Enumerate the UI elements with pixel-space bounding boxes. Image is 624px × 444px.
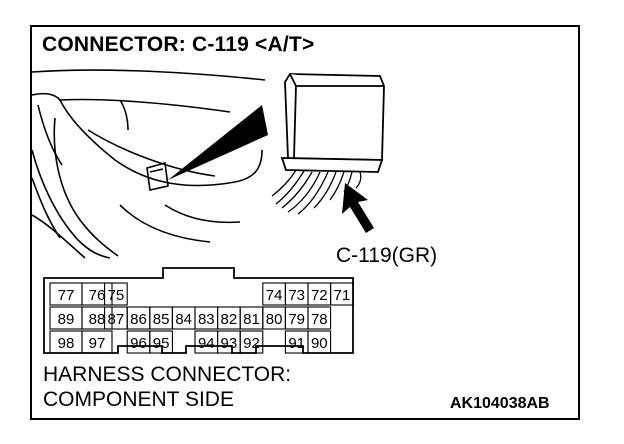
pin-cell — [307, 306, 332, 330]
pin-label: 85 — [153, 311, 170, 328]
pin-cell — [81, 330, 113, 354]
pin-label: 86 — [130, 311, 147, 328]
pin-label: 80 — [266, 311, 283, 328]
pin-label: 79 — [288, 311, 305, 328]
figure-code: AK104038AB — [450, 395, 550, 412]
pin-cell — [81, 306, 113, 330]
wire-harness — [271, 169, 362, 215]
pin-label: 84 — [175, 311, 192, 328]
pin-label: 89 — [58, 311, 75, 328]
harness-label-line-2: COMPONENT SIDE — [43, 388, 234, 411]
pin-label: 91 — [288, 335, 305, 352]
pin-label: 76 — [89, 287, 106, 304]
pin-label: 88 — [89, 311, 106, 328]
zoom-pointer — [168, 105, 268, 180]
pin-label: 82 — [221, 311, 238, 328]
pin-label: 77 — [58, 287, 75, 304]
pin-label: 94 — [198, 335, 215, 352]
pin-label: 83 — [198, 311, 215, 328]
pin-label: 78 — [311, 311, 328, 328]
pin-label: 96 — [130, 335, 147, 352]
pin-label: 75 — [108, 287, 125, 304]
pin-label: 93 — [221, 335, 238, 352]
pin-label: 97 — [89, 335, 106, 352]
pin-cell — [149, 330, 173, 354]
pin-cell — [307, 330, 332, 354]
harness-connector-label: HARNESS CONNECTOR: COMPONENT SIDE — [43, 362, 291, 412]
pin-label: 72 — [311, 287, 328, 304]
pin-label: 92 — [243, 335, 260, 352]
pin-label: 74 — [266, 287, 283, 304]
dash-connector-location — [146, 161, 169, 191]
connector-arrow — [342, 183, 374, 233]
connector-label: C-119(GR) — [336, 244, 438, 267]
pin-cell — [239, 330, 264, 354]
pin-label: 81 — [243, 311, 260, 328]
pin-label: 98 — [58, 335, 75, 352]
pin-label: 95 — [153, 335, 170, 352]
diagram-frame — [30, 25, 580, 420]
diagram-title: CONNECTOR: C-119 <A/T> — [42, 33, 315, 56]
pin-cell — [330, 282, 354, 306]
pin-cell — [104, 282, 128, 306]
pin-cell — [81, 282, 113, 306]
pin-label: 73 — [288, 287, 305, 304]
harness-label-line-1: HARNESS CONNECTOR: — [43, 363, 292, 386]
dashboard-drawing — [31, 69, 266, 259]
tcu-module — [280, 73, 385, 173]
pin-label: 71 — [334, 287, 351, 304]
pin-label: 87 — [108, 311, 125, 328]
pin-label: 90 — [311, 335, 328, 352]
